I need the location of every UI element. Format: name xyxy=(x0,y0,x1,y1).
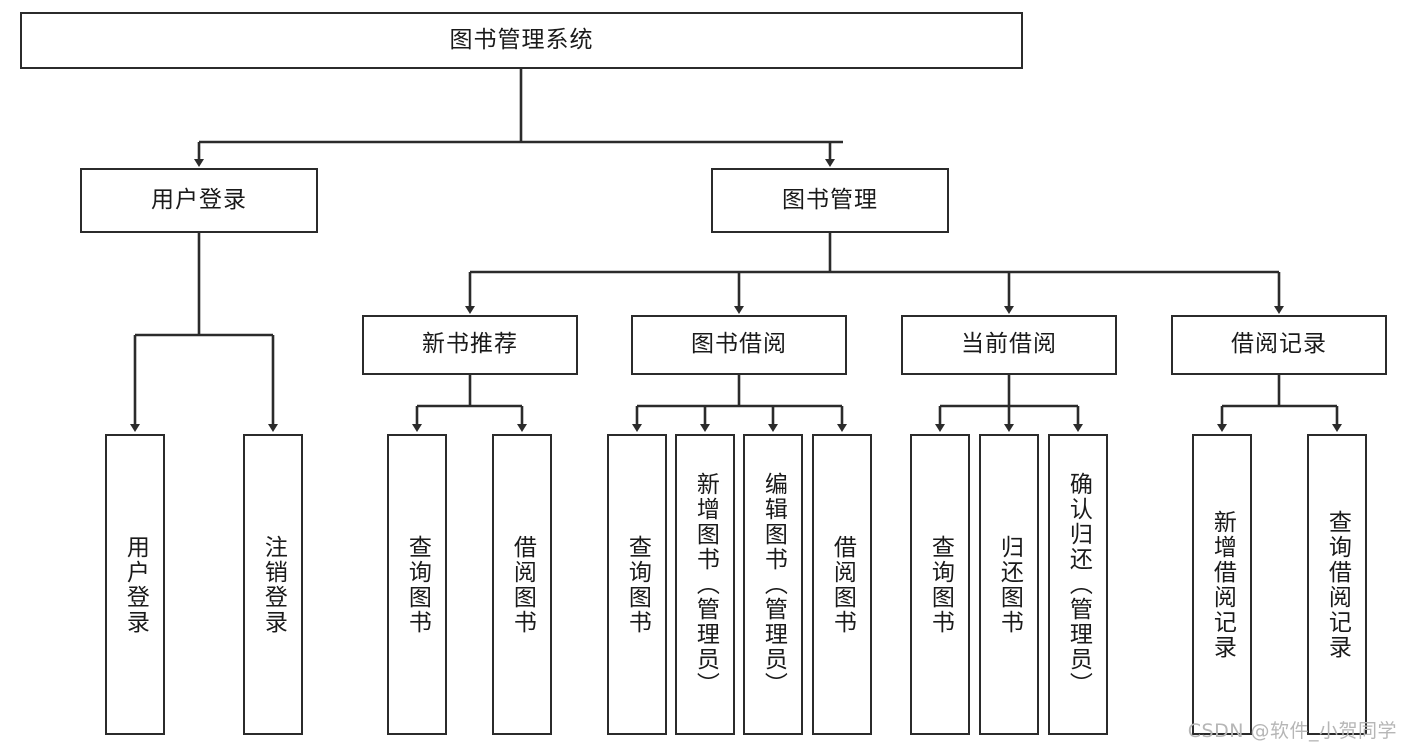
leaf-user-login-login[interactable]: 用户登录 xyxy=(105,434,165,735)
leaf-user-login-login-label: 用户登录 xyxy=(122,534,149,635)
leaf-borrow-record-query-label: 查询借阅记录 xyxy=(1324,509,1351,660)
leaf-new-book-query-label: 查询图书 xyxy=(404,534,431,635)
leaf-book-borrow-borrow-label: 借阅图书 xyxy=(829,534,856,635)
leaf-current-borrow-confirm-label: 确认归还（管理员） xyxy=(1065,472,1092,697)
leaf-book-borrow-edit[interactable]: 编辑图书（管理员） xyxy=(743,434,803,735)
leaf-book-borrow-add[interactable]: 新增图书（管理员） xyxy=(675,434,735,735)
leaf-book-borrow-borrow[interactable]: 借阅图书 xyxy=(812,434,872,735)
node-user-login-label: 用户登录 xyxy=(151,186,247,213)
watermark-text: CSDN @软件_小贺同学 xyxy=(1187,720,1397,742)
leaf-current-borrow-query[interactable]: 查询图书 xyxy=(910,434,970,735)
leaf-current-borrow-confirm[interactable]: 确认归还（管理员） xyxy=(1048,434,1108,735)
leaf-current-borrow-return-label: 归还图书 xyxy=(996,534,1023,635)
leaf-current-borrow-return[interactable]: 归还图书 xyxy=(979,434,1039,735)
leaf-user-login-logout-label: 注销登录 xyxy=(260,534,287,635)
node-user-login[interactable]: 用户登录 xyxy=(80,168,318,233)
node-book-borrow-label: 图书借阅 xyxy=(691,331,787,358)
node-new-book-recommend-label: 新书推荐 xyxy=(422,331,518,358)
leaf-current-borrow-query-label: 查询图书 xyxy=(927,534,954,635)
node-book-management-label: 图书管理 xyxy=(782,186,878,213)
leaf-new-book-borrow-label: 借阅图书 xyxy=(509,534,536,635)
node-book-borrow[interactable]: 图书借阅 xyxy=(631,315,847,375)
leaf-new-book-query[interactable]: 查询图书 xyxy=(387,434,447,735)
node-root-label: 图书管理系统 xyxy=(449,26,594,53)
node-current-borrow-label: 当前借阅 xyxy=(961,331,1057,358)
leaf-borrow-record-query[interactable]: 查询借阅记录 xyxy=(1307,434,1367,735)
leaf-book-borrow-query[interactable]: 查询图书 xyxy=(607,434,667,735)
leaf-book-borrow-query-label: 查询图书 xyxy=(624,534,651,635)
node-book-management[interactable]: 图书管理 xyxy=(711,168,949,233)
leaf-book-borrow-edit-label: 编辑图书（管理员） xyxy=(760,472,787,697)
node-borrow-record[interactable]: 借阅记录 xyxy=(1171,315,1387,375)
node-borrow-record-label: 借阅记录 xyxy=(1231,331,1327,358)
leaf-book-borrow-add-label: 新增图书（管理员） xyxy=(692,472,719,697)
leaf-new-book-borrow[interactable]: 借阅图书 xyxy=(492,434,552,735)
leaf-borrow-record-add-label: 新增借阅记录 xyxy=(1209,509,1236,660)
node-current-borrow[interactable]: 当前借阅 xyxy=(901,315,1117,375)
node-new-book-recommend[interactable]: 新书推荐 xyxy=(362,315,578,375)
node-root[interactable]: 图书管理系统 xyxy=(20,12,1023,69)
leaf-borrow-record-add[interactable]: 新增借阅记录 xyxy=(1192,434,1252,735)
leaf-user-login-logout[interactable]: 注销登录 xyxy=(243,434,303,735)
